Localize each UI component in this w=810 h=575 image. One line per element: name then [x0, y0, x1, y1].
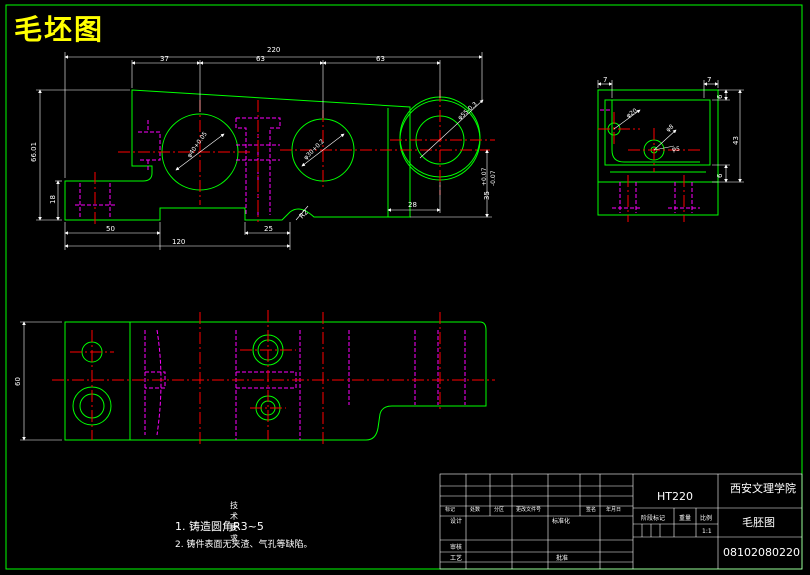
- tb-h-zone: 分区: [494, 506, 504, 513]
- dim-18: 18: [49, 195, 57, 204]
- title-block: [439, 473, 803, 570]
- front-view: [36, 52, 495, 250]
- tb-code: 08102080220: [723, 546, 800, 559]
- tb-h-date: 年月日: [606, 506, 621, 513]
- tb-drawing-name: 毛胚图: [742, 516, 775, 529]
- dim-35: 35: [483, 191, 491, 200]
- dim-63-a: 63: [256, 55, 265, 63]
- side-dim-43: 43: [732, 136, 740, 145]
- tb-scale: 比例: [700, 514, 712, 522]
- tb-stage: 阶段标记: [641, 514, 665, 522]
- dim-50: 50: [106, 225, 115, 233]
- drawing-frame: [5, 4, 803, 570]
- tb-approve: 批准: [556, 554, 568, 562]
- note-1: 1. 铸造圆角R3~5: [175, 520, 264, 533]
- tb-material: HT220: [657, 490, 693, 503]
- tb-h-qty: 处数: [470, 506, 480, 513]
- side-dim-7b: 7: [707, 76, 711, 84]
- tb-h-doc: 更改文件号: [516, 506, 541, 513]
- tb-school: 西安文理学院: [730, 481, 796, 495]
- tb-ratio: 1:1: [702, 528, 712, 535]
- dim-63-b: 63: [376, 55, 385, 63]
- side-dim-7a: 7: [603, 76, 607, 84]
- side-dim-phi20: φ20: [625, 107, 639, 119]
- tb-design: 设计: [450, 517, 462, 525]
- drawing-title: 毛坯图: [14, 13, 105, 46]
- dim-tol-up: +0.07: [481, 167, 488, 186]
- tb-h-mark: 标记: [445, 506, 455, 513]
- dim-220: 220: [267, 46, 280, 54]
- dim-tol-dn: -0.07: [490, 170, 497, 186]
- top-dim-60: 60: [14, 377, 22, 386]
- side-dim-6b: 6: [716, 173, 724, 178]
- tb-h-sig: 签名: [586, 506, 596, 513]
- notes-heading: 技术要求: [230, 501, 238, 543]
- dim-25: 25: [264, 225, 273, 233]
- side-dim-phi5: φ5: [672, 146, 680, 153]
- dim-120: 120: [172, 238, 185, 246]
- dim-37: 37: [160, 55, 169, 63]
- dim-phi40: φ40+0.05: [186, 130, 209, 159]
- dim-r2: R2: [298, 208, 310, 220]
- top-view: [20, 310, 495, 445]
- tb-process: 工艺: [450, 554, 462, 562]
- tb-weight: 重量: [679, 514, 691, 522]
- side-dim-phi8: φ8: [665, 123, 676, 133]
- side-view: [597, 80, 744, 222]
- tb-std: 标准化: [552, 517, 570, 525]
- note-2: 2. 铸件表面无夹渣、气孔等缺陷。: [175, 540, 313, 550]
- tb-review: 审核: [450, 543, 462, 551]
- side-dim-6a: 6: [716, 94, 724, 99]
- dim-28: 28: [408, 201, 417, 209]
- dim-66-01: 66.01: [30, 142, 38, 162]
